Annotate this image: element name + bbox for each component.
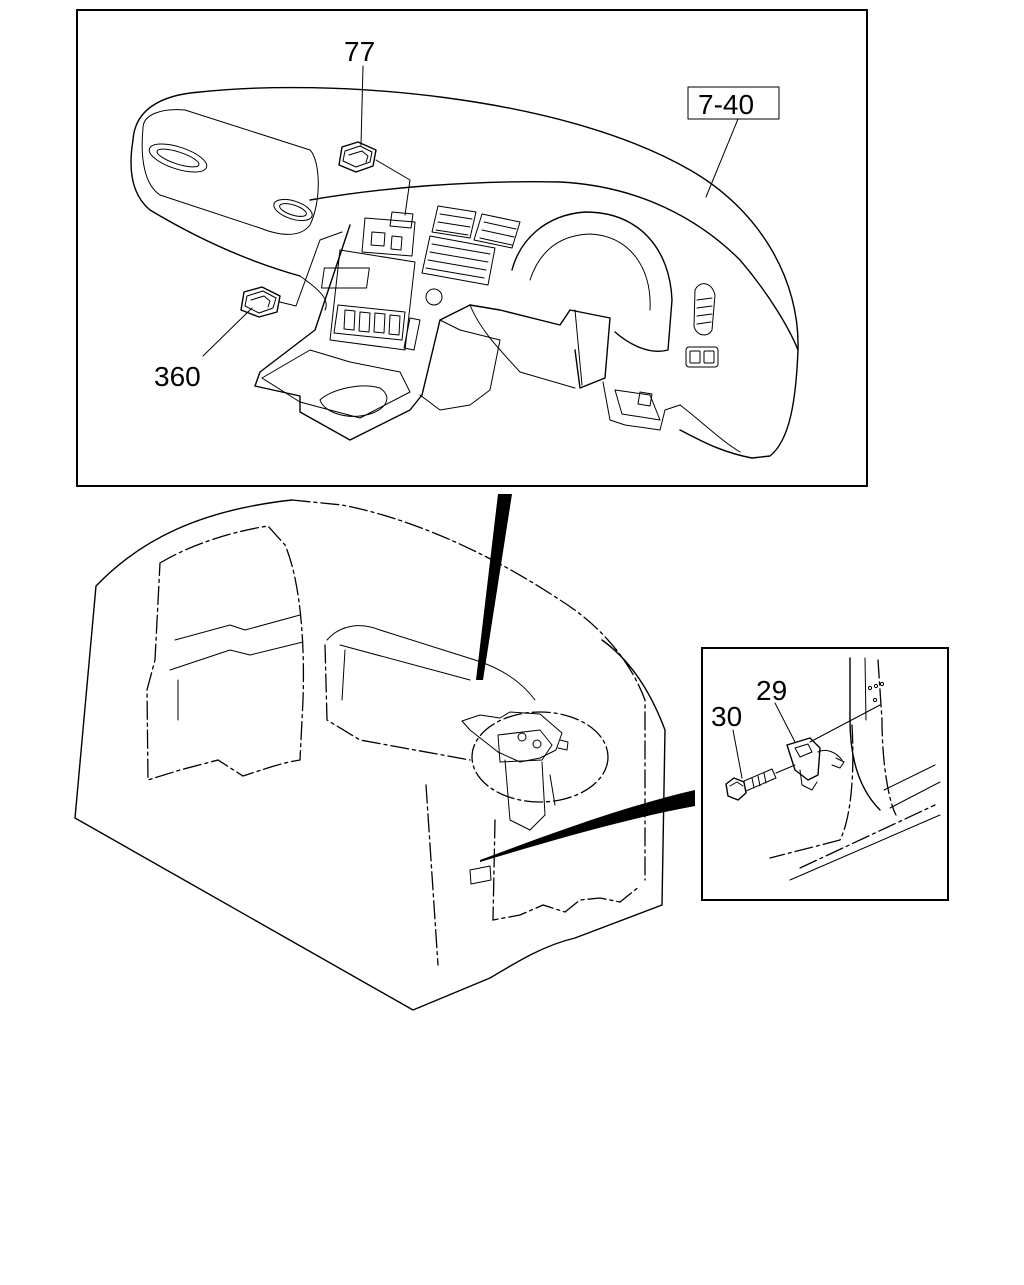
dashboard-detail-panel: 77 360 7-40	[76, 9, 868, 487]
cab-outline	[74, 499, 666, 1011]
dashboard-outline	[132, 86, 799, 459]
door-left-outline	[146, 525, 305, 781]
right-vent-icon	[693, 283, 716, 336]
bracket-panel-frame	[701, 647, 949, 901]
mount-line	[809, 704, 881, 743]
left-vent-icon	[148, 143, 208, 173]
bolt-30-icon	[725, 768, 777, 801]
callout-29: 29	[756, 675, 787, 706]
ref-box-7-40	[687, 86, 780, 120]
detail-pointer-top	[476, 494, 512, 680]
instrument-cluster-hood	[511, 211, 673, 352]
cab-overview	[74, 499, 666, 1011]
label-tag-icon	[469, 865, 492, 885]
callout-360: 360	[154, 361, 201, 392]
leader-360	[202, 307, 253, 357]
detail-pointer-right	[480, 790, 695, 862]
leader-29	[774, 702, 796, 743]
switch-77-icon	[338, 141, 377, 173]
switch-360-icon	[240, 286, 281, 318]
leader-77	[360, 65, 364, 146]
bracket-detail-panel: 29 30	[701, 647, 949, 901]
bracket-29-icon	[786, 737, 845, 791]
leader-30	[732, 729, 743, 779]
steering-wheel-icon	[461, 711, 609, 831]
leader-7-40	[705, 118, 739, 198]
callout-77: 77	[344, 36, 375, 67]
dashboard-panel-frame	[76, 9, 868, 487]
callout-7-40: 7-40	[698, 89, 754, 120]
callout-30: 30	[711, 701, 742, 732]
